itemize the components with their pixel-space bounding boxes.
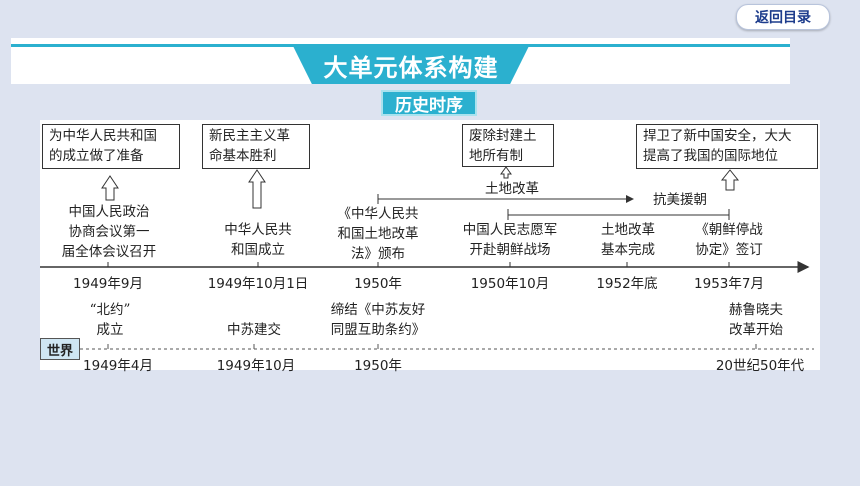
effect-box-3: 废除封建土 地所有制 [462, 124, 554, 167]
world-event-3-line2: 同盟互助条约》 [330, 322, 426, 338]
china-date-6: 1953年7月 [694, 276, 764, 292]
return-to-contents-button[interactable]: 返回目录 [736, 4, 830, 30]
china-event-1: 中国人民政治 协商会议第一 届全体会议召开 [50, 202, 168, 262]
world-tag: 世界 [40, 338, 80, 360]
china-event-3-line3: 法》颁布 [351, 246, 405, 262]
china-date-4: 1950年10月 [470, 276, 550, 292]
world-date-4: 20世纪50年代 [715, 358, 805, 374]
world-event-1-line1: “北约” [89, 302, 131, 318]
china-event-2: 中华人民共 和国成立 [210, 220, 306, 260]
china-event-2-line2: 和国成立 [231, 242, 285, 258]
world-date-1: 1949年4月 [83, 358, 153, 374]
china-event-4-line1: 中国人民志愿军 [462, 222, 558, 238]
banner-title: 大单元体系构建 [293, 46, 529, 84]
china-event-3: 《中华人民共 和国土地改革 法》颁布 [324, 204, 432, 264]
world-date-2: 1949年10月 [216, 358, 296, 374]
china-date-3: 1950年 [354, 276, 402, 292]
china-event-2-line1: 中华人民共 [224, 222, 292, 238]
span-label-korea: 抗美援朝 [653, 192, 707, 208]
timeline-panel: 为中华人民共和国 的成立做了准备 新民主主义革 命基本胜利 废除封建土 地所有制… [40, 120, 820, 374]
china-event-4-line2: 开赴朝鲜战场 [469, 242, 551, 258]
arrow-up-4 [720, 169, 740, 191]
world-event-1: “北约” 成立 [80, 300, 140, 340]
world-event-3-line1: 缔结《中苏友好 [330, 302, 426, 318]
china-event-3-line1: 《中华人民共 [337, 206, 419, 222]
effect-box-2-line1: 新民主主义革 [209, 128, 290, 144]
world-event-4-line2: 改革开始 [729, 322, 783, 338]
arrow-up-3 [500, 166, 512, 179]
china-event-1-line3: 届全体会议召开 [61, 244, 157, 260]
china-event-6-line2: 协定》签订 [695, 242, 763, 258]
china-event-6-line1: 《朝鲜停战 [695, 222, 763, 238]
china-event-6: 《朝鲜停战 协定》签订 [682, 220, 776, 260]
china-date-5: 1952年底 [596, 276, 658, 292]
effect-box-2-line2: 命基本胜利 [209, 148, 277, 164]
effect-box-3-line2: 地所有制 [469, 148, 523, 164]
world-event-2: 中苏建交 [214, 320, 294, 340]
arrow-up-2 [248, 169, 266, 209]
world-event-4-line1: 赫鲁晓夫 [729, 302, 783, 318]
china-event-4: 中国人民志愿军 开赴朝鲜战场 [448, 220, 572, 260]
effect-box-3-line1: 废除封建土 [469, 128, 537, 144]
china-event-5-line1: 土地改革 [601, 222, 655, 238]
china-event-1-line1: 中国人民政治 [68, 204, 150, 220]
timeline-lines [40, 166, 814, 350]
effect-box-4-line1: 捍卫了新中国安全，大大 [643, 128, 792, 144]
world-event-4: 赫鲁晓夫 改革开始 [716, 300, 796, 340]
effect-box-4-line2: 提高了我国的国际地位 [643, 148, 778, 164]
effect-box-1-line1: 为中华人民共和国 [49, 128, 157, 144]
section-banner: 大单元体系构建 [11, 38, 790, 84]
china-event-1-line2: 协商会议第一 [68, 224, 150, 240]
china-date-2: 1949年10月1日 [207, 276, 309, 292]
banner-rule [11, 44, 790, 47]
span-label-land-reform: 土地改革 [485, 181, 539, 197]
subtitle-badge: 历史时序 [381, 90, 477, 116]
china-event-5-line2: 基本完成 [601, 242, 655, 258]
china-date-1: 1949年9月 [73, 276, 143, 292]
world-event-1-line2: 成立 [96, 322, 124, 338]
china-event-3-line2: 和国土地改革 [337, 226, 419, 242]
world-event-2-line1: 中苏建交 [227, 322, 281, 338]
effect-box-1-line2: 的成立做了准备 [49, 148, 144, 164]
effect-box-4: 捍卫了新中国安全，大大 提高了我国的国际地位 [636, 124, 818, 169]
china-event-5: 土地改革 基本完成 [588, 220, 668, 260]
world-event-3: 缔结《中苏友好 同盟互助条约》 [316, 300, 440, 340]
effect-box-1: 为中华人民共和国 的成立做了准备 [42, 124, 180, 169]
world-date-3: 1950年 [354, 358, 402, 374]
effect-box-2: 新民主主义革 命基本胜利 [202, 124, 310, 169]
arrow-up-1 [101, 175, 119, 201]
